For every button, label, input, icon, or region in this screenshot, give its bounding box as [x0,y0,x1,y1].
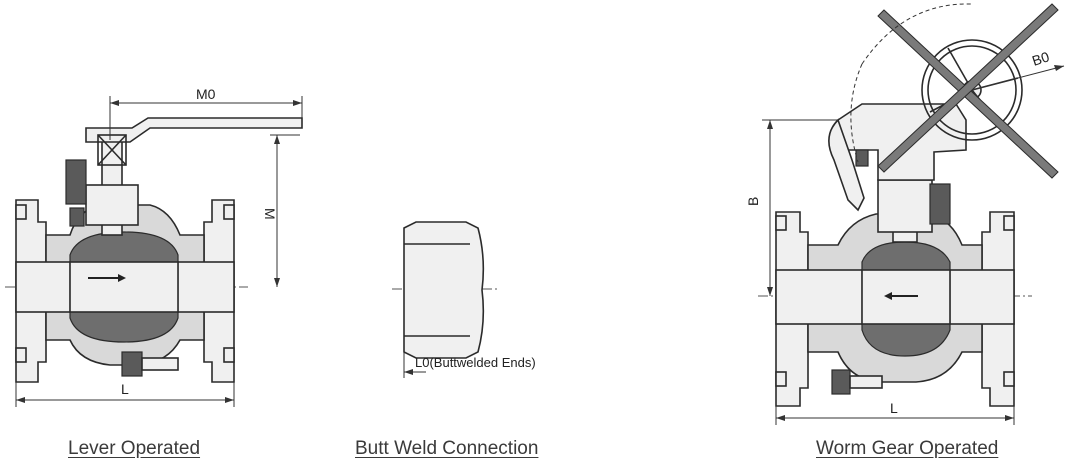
caption-butt-weld-connection: Butt Weld Connection [355,438,539,459]
dim-label-m0: M0 [196,86,216,102]
butt-weld-end [403,221,485,359]
dim-label-l0: L0(Buttwelded Ends) [415,355,536,370]
gearbox [837,103,967,181]
caption-worm-gear-operated: Worm Gear Operated [816,438,999,459]
dim-label-l-wormgear: L [890,400,898,416]
handwheel-rim [921,39,1023,141]
butt-weld-connection: L0(Buttwelded Ends) [392,221,536,378]
dim-label-b0: B0 [1030,48,1051,69]
bottom-bolt-wg [831,369,851,395]
lever-operated-valve: M0 M L [5,86,303,407]
caption-lever-operated: Lever Operated [68,438,201,459]
dim-label-l-lever: L [121,381,129,397]
lever-handle [85,117,303,143]
dim-label-b: B [745,197,761,206]
worm-gear-operated-valve: B0 B L [745,3,1065,425]
bottom-bolt [121,351,143,377]
dim-label-m: M [262,208,278,220]
